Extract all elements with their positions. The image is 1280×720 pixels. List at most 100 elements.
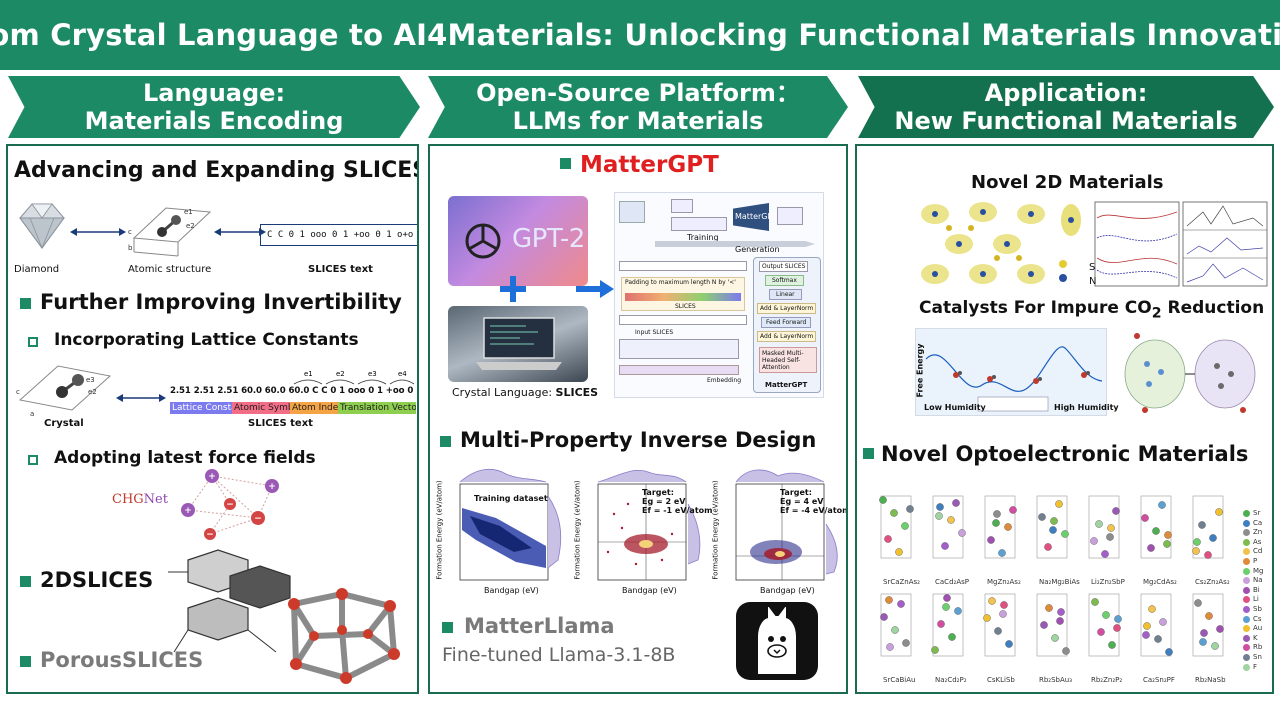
compound-cell (1192, 593, 1224, 657)
arch-slices-label: SLICES (675, 303, 696, 310)
column-header-language: Language: Materials Encoding (8, 76, 420, 138)
compound-grid (879, 495, 1224, 657)
compound-cell (880, 495, 912, 559)
double-arrow-icon (70, 228, 126, 236)
title-banner: From Crystal Language to AI4Materials: U… (0, 0, 1280, 70)
atom-marker (1000, 601, 1008, 609)
compound-label: Rb₂SbAu₃ (1039, 676, 1073, 684)
atom-marker (1216, 625, 1224, 633)
atom-marker (937, 620, 945, 628)
arch-addnorm-label: Add & LayerNorm (757, 303, 817, 314)
column-header-line2: New Functional Materials (894, 107, 1238, 135)
mattergpt-heading: MatterGPT (580, 152, 719, 178)
high-humidity-label: High Humidity (1054, 403, 1119, 412)
svg-text:e1: e1 (304, 370, 313, 378)
chgnet-logo: CHGNet (112, 492, 168, 507)
panel-language: Advancing and Expanding SLICES Diamond e… (6, 144, 419, 694)
svg-text:c: c (128, 228, 132, 236)
compound-label: SrCaBiAu (883, 676, 916, 684)
compound-label: Rb₂Zn₂P₂ (1091, 676, 1123, 684)
atom-marker (895, 548, 903, 556)
atom-marker (1091, 598, 1099, 606)
atom-marker (954, 607, 962, 615)
segment-atom-index: Atom Index (290, 402, 338, 414)
diamond-label: Diamond (14, 264, 60, 275)
element-color-dot (1243, 586, 1250, 594)
atom-marker (902, 639, 910, 647)
plot1-ylabel: Formation Energy (eV/atom) (435, 480, 444, 580)
scatter-training-label: Training dataset (474, 494, 548, 503)
atom-marker (901, 522, 909, 530)
element-color-dot (1243, 644, 1250, 652)
finetuned-caption: Fine-tuned Llama-3.1-8B (442, 644, 676, 666)
catalysts-energy-figure: Low Humidity High Humidity (915, 328, 1119, 416)
compound-label: Cs₂Zn₂As₂ (1195, 578, 1230, 586)
element-color-dot (1243, 510, 1250, 517)
llama-logo (736, 602, 818, 680)
target2-label: Target: (780, 488, 812, 497)
atom-marker (1164, 531, 1172, 539)
atom-marker (1107, 524, 1115, 532)
inverse-design-heading: Multi-Property Inverse Design (460, 428, 817, 452)
element-legend-label: K (1253, 633, 1258, 642)
atom-marker (1101, 550, 1109, 558)
atom-marker (1147, 544, 1155, 552)
atom-marker (1061, 530, 1069, 538)
legend-n: N (1089, 276, 1097, 287)
atom-marker (948, 633, 956, 641)
compound-label: Rb₂NaSb (1195, 676, 1226, 684)
atom-marker (1051, 634, 1059, 642)
hollow-bullet-icon (28, 337, 38, 347)
catalysts-heading: Catalysts For Impure CO2 Reduction (919, 298, 1264, 321)
atom-marker (988, 597, 996, 605)
svg-text:−: − (206, 530, 214, 540)
plot3-ylabel: Formation Energy (eV/atom) (711, 480, 720, 580)
bullet-icon (20, 298, 31, 309)
atom-marker (936, 503, 944, 511)
compound-cell (1036, 593, 1068, 657)
atom-marker (1215, 508, 1223, 516)
element-legend-label: Au (1253, 624, 1263, 633)
svg-text:e2: e2 (336, 370, 345, 378)
compound-label: Ca₂Sn₂PF (1143, 676, 1175, 684)
compound-cell (984, 593, 1016, 657)
atom-marker (1205, 612, 1213, 620)
atom-marker (1209, 534, 1217, 542)
catalysts-text: Catalysts For Impure CO (919, 298, 1152, 318)
atom-marker (1057, 608, 1065, 616)
element-color-dot (1243, 538, 1250, 546)
crystal-label: Crystal (44, 418, 84, 429)
column-header-application: Application: New Functional Materials (858, 76, 1274, 138)
left-heading: Advancing and Expanding SLICES (14, 158, 419, 183)
atom-marker (942, 603, 950, 611)
segment-lattice-constant: Lattice Constant (170, 402, 232, 414)
crystal-language-caption: Crystal Language: SLICES (452, 386, 598, 399)
atom-marker (1062, 647, 1070, 655)
atom-marker (1194, 599, 1202, 607)
bullet-icon (863, 448, 874, 459)
atom-marker (1165, 648, 1173, 656)
target1-ef: Ef = -1 eV/atom (642, 506, 713, 515)
right-arrow-icon (576, 280, 614, 298)
column-header-line1: Application: (984, 79, 1148, 107)
atom-marker (1199, 638, 1207, 646)
crystal-language-slices: SLICES (555, 386, 599, 399)
svg-text:+: + (184, 506, 192, 516)
page-title: From Crystal Language to AI4Materials: U… (0, 18, 1280, 52)
compound-label: Na₂Mg₂BiAs (1039, 578, 1080, 586)
low-humidity-label: Low Humidity (924, 403, 986, 412)
element-legend-label: P (1253, 557, 1258, 565)
slices-text-label: SLICES text (308, 264, 373, 275)
element-legend-label: Cs (1253, 614, 1262, 623)
atom-marker (999, 610, 1007, 618)
arch-generation-label: Generation (735, 245, 780, 254)
compound-cell (1036, 495, 1068, 559)
atom-marker (880, 613, 888, 621)
arch-padding-label: Padding to maximum length N by '<' (625, 279, 736, 286)
element-color-dot (1243, 615, 1250, 623)
element-color-dot (1243, 663, 1250, 671)
atom-marker (1114, 615, 1122, 623)
